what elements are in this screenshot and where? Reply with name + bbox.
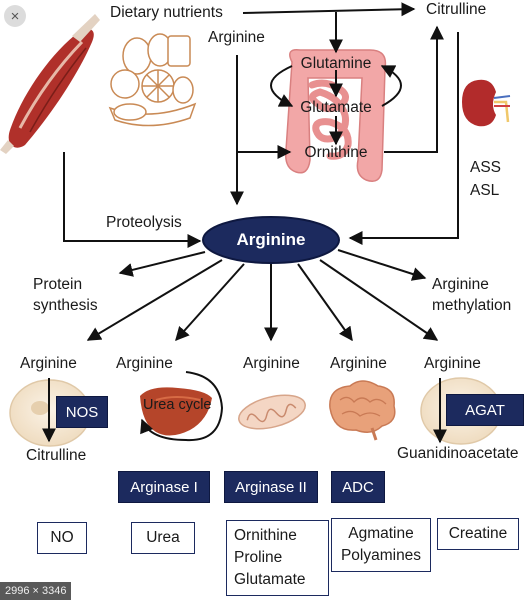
label-ass: ASS — [470, 159, 502, 176]
pathway-agat-intermediate: Guanidinoacetate — [397, 445, 519, 462]
dietary-food-icon — [108, 33, 197, 127]
label-asl: ASL — [470, 182, 500, 199]
close-icon[interactable]: × — [4, 5, 26, 27]
label-glutamine: Glutamine — [300, 55, 372, 72]
label-urea-cycle: Urea cycle — [143, 397, 212, 413]
product-urea: Urea — [131, 522, 195, 554]
radial-arrows — [86, 249, 439, 342]
pathway-agat-substrate: Arginine — [424, 355, 481, 372]
arginine-node — [202, 216, 340, 264]
intestine-icon — [284, 49, 387, 182]
pathway-nos-substrate: Arginine — [20, 355, 77, 372]
liver-icon — [140, 387, 212, 436]
enzyme-arginase-2: Arginase II — [224, 471, 318, 503]
label-ornithine-top: Ornithine — [304, 144, 368, 161]
enzyme-arginase-1: Arginase I — [118, 471, 210, 503]
pathway-arginase1-substrate: Arginine — [116, 355, 173, 372]
product-ornithine-proline-glutamate: Ornithine Proline Glutamate — [226, 520, 329, 596]
enzyme-agat: AGAT — [446, 394, 524, 426]
enzyme-nos: NOS — [56, 396, 108, 428]
label-proteolysis: Proteolysis — [106, 214, 182, 231]
label-glutamate: Glutamate — [300, 99, 372, 116]
label-protein-synthesis: Protein synthesis — [33, 276, 98, 314]
image-size-badge: 2996 × 3346 — [0, 582, 72, 600]
top-arrows — [63, 2, 459, 248]
brain-icon — [329, 380, 396, 441]
product-no: NO — [37, 522, 87, 554]
mitochondrion-icon — [238, 394, 306, 430]
label-citrulline-top: Citrulline — [426, 1, 487, 18]
pathway-nos-intermediate: Citrulline — [26, 447, 87, 464]
label-arginine-methylation: Arginine methylation — [432, 276, 512, 314]
pathway-arrows — [42, 371, 447, 444]
pathway-arginase2-substrate: Arginine — [243, 355, 300, 372]
label-arginine-top: Arginine — [208, 29, 265, 46]
central-arginine-label: Arginine — [236, 230, 306, 249]
kidney-icon — [462, 79, 511, 127]
product-creatine: Creatine — [437, 518, 519, 550]
pathway-adc-substrate: Arginine — [330, 355, 387, 372]
product-agmatine-polyamines: Agmatine Polyamines — [331, 518, 431, 572]
muscle-icon — [0, 14, 100, 154]
enzyme-adc: ADC — [331, 471, 385, 503]
label-dietary-nutrients: Dietary nutrients — [110, 4, 223, 21]
